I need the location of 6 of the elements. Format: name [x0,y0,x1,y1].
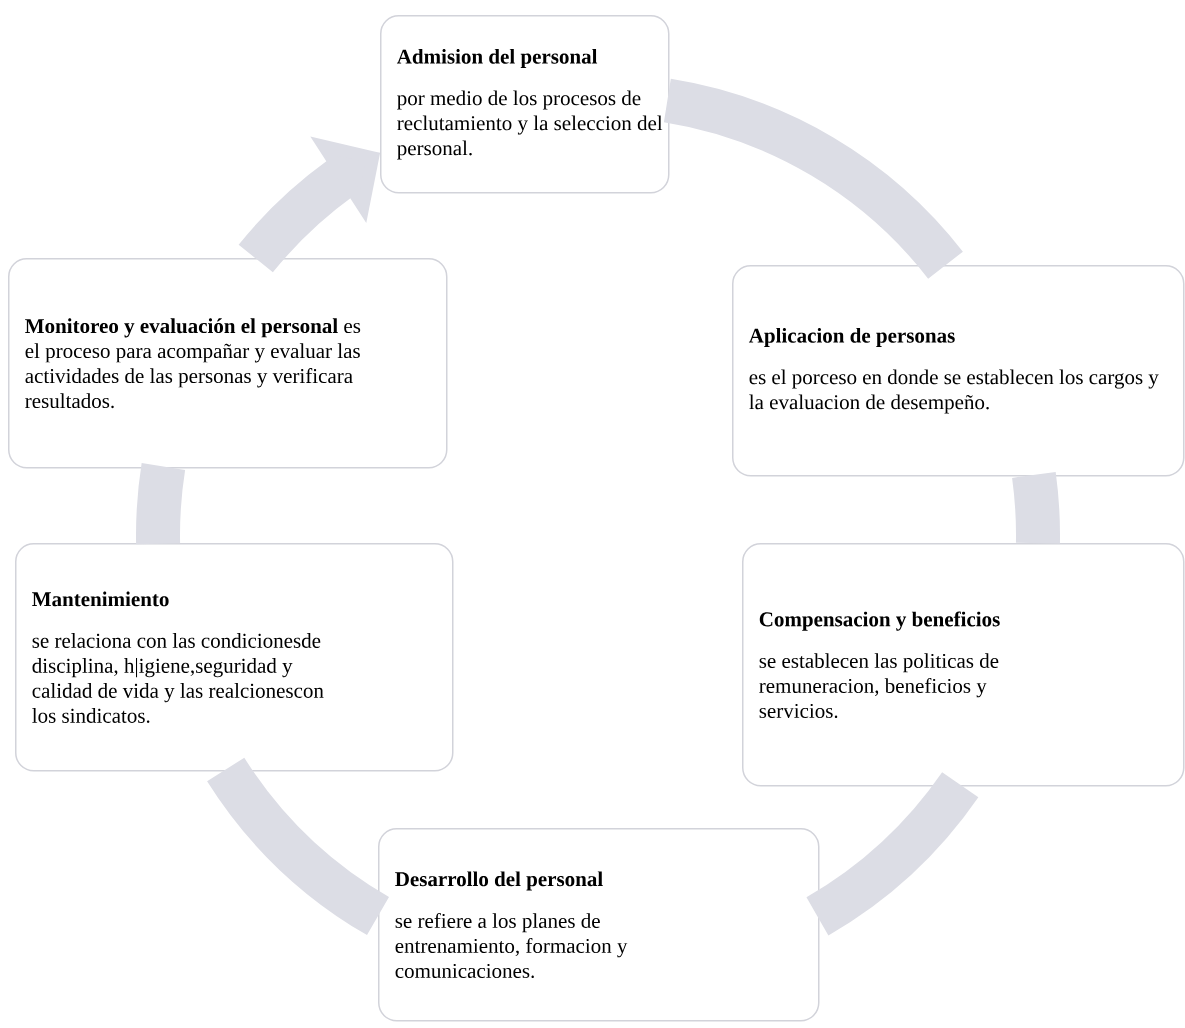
text-box: Aplicacion de personas es el porceso en donde se establecen los cargos y la evaluacion de desempeño. [732,265,1185,477]
text-box: Compensacion y beneficios se establecen las politicas de remuneracion, beneficios y servicios. [742,543,1185,787]
text-box: Admision del personal por medio de los procesos de reclutamiento y la seleccion del personal. [380,15,670,194]
text-box: Desarrollo del personal se refiere a los planes de entrenamiento, formacion y comunicaciones. [378,828,820,1022]
text-box: Mantenimiento se relaciona con las condicionesde disciplina, h|igiene,seguridad y calidad de vida y las realcionescon los sindicatos. [15,543,454,772]
text-box: Monitoreo y evaluación el personal es el proceso para acompañar y evaluar las actividades de las personas y verificara resultados. [8,258,448,469]
